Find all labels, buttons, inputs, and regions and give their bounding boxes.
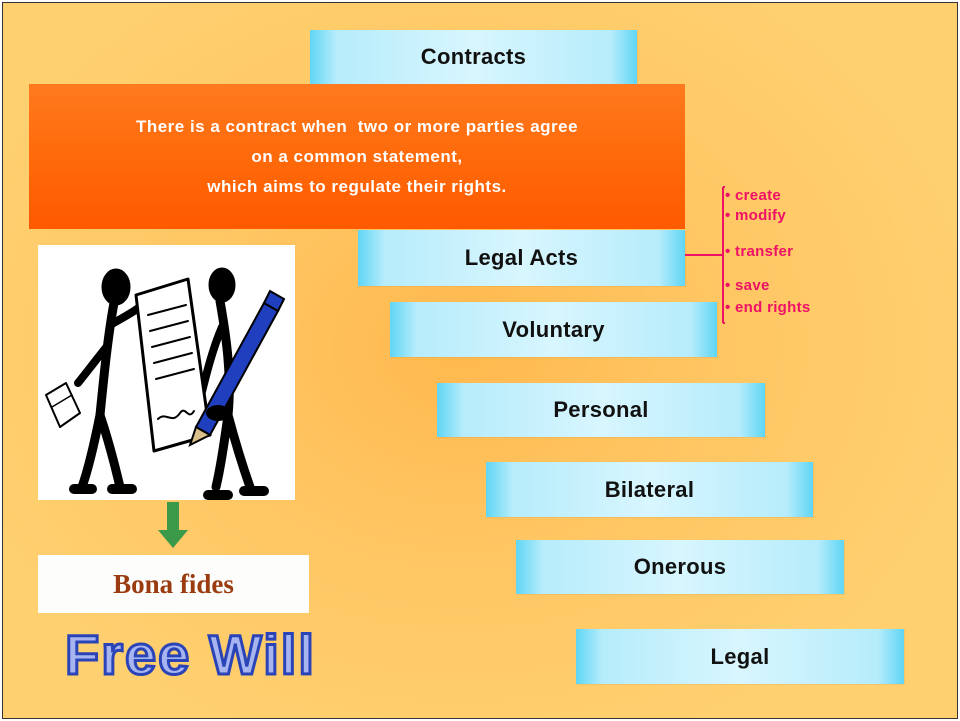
signing-contract-illustration <box>38 245 295 500</box>
effects-bracket <box>685 186 725 324</box>
effect-item: • end rights <box>725 299 811 316</box>
effect-item: • modify <box>725 207 786 224</box>
free-will-text: Free Will <box>65 623 316 686</box>
definition-line-1: There is a contract when two or more par… <box>135 116 579 136</box>
effect-item: • create <box>725 187 782 204</box>
two-people-signing-icon <box>45 267 286 500</box>
definition-line-3: which aims to regulate their rights. <box>207 176 507 196</box>
contract-definition: There is a contract when two or more par… <box>29 84 685 229</box>
bilateral-box: Bilateral <box>486 462 813 517</box>
legal-acts-box: Legal Acts <box>358 230 685 286</box>
definition-line-2: on a common statement, <box>251 146 463 166</box>
voluntary-box: Voluntary <box>390 302 717 357</box>
title-contracts-box: Contracts <box>310 30 637 84</box>
onerous-box: Onerous <box>516 540 844 594</box>
legal-box: Legal <box>576 629 904 684</box>
bona-fides-label: Bona fides <box>38 555 309 613</box>
personal-box: Personal <box>437 383 765 437</box>
effect-item: • save <box>725 277 770 294</box>
free-will-wordart: Free Will <box>64 622 316 687</box>
effect-item: • transfer <box>725 243 794 260</box>
down-arrow-icon <box>158 502 188 548</box>
